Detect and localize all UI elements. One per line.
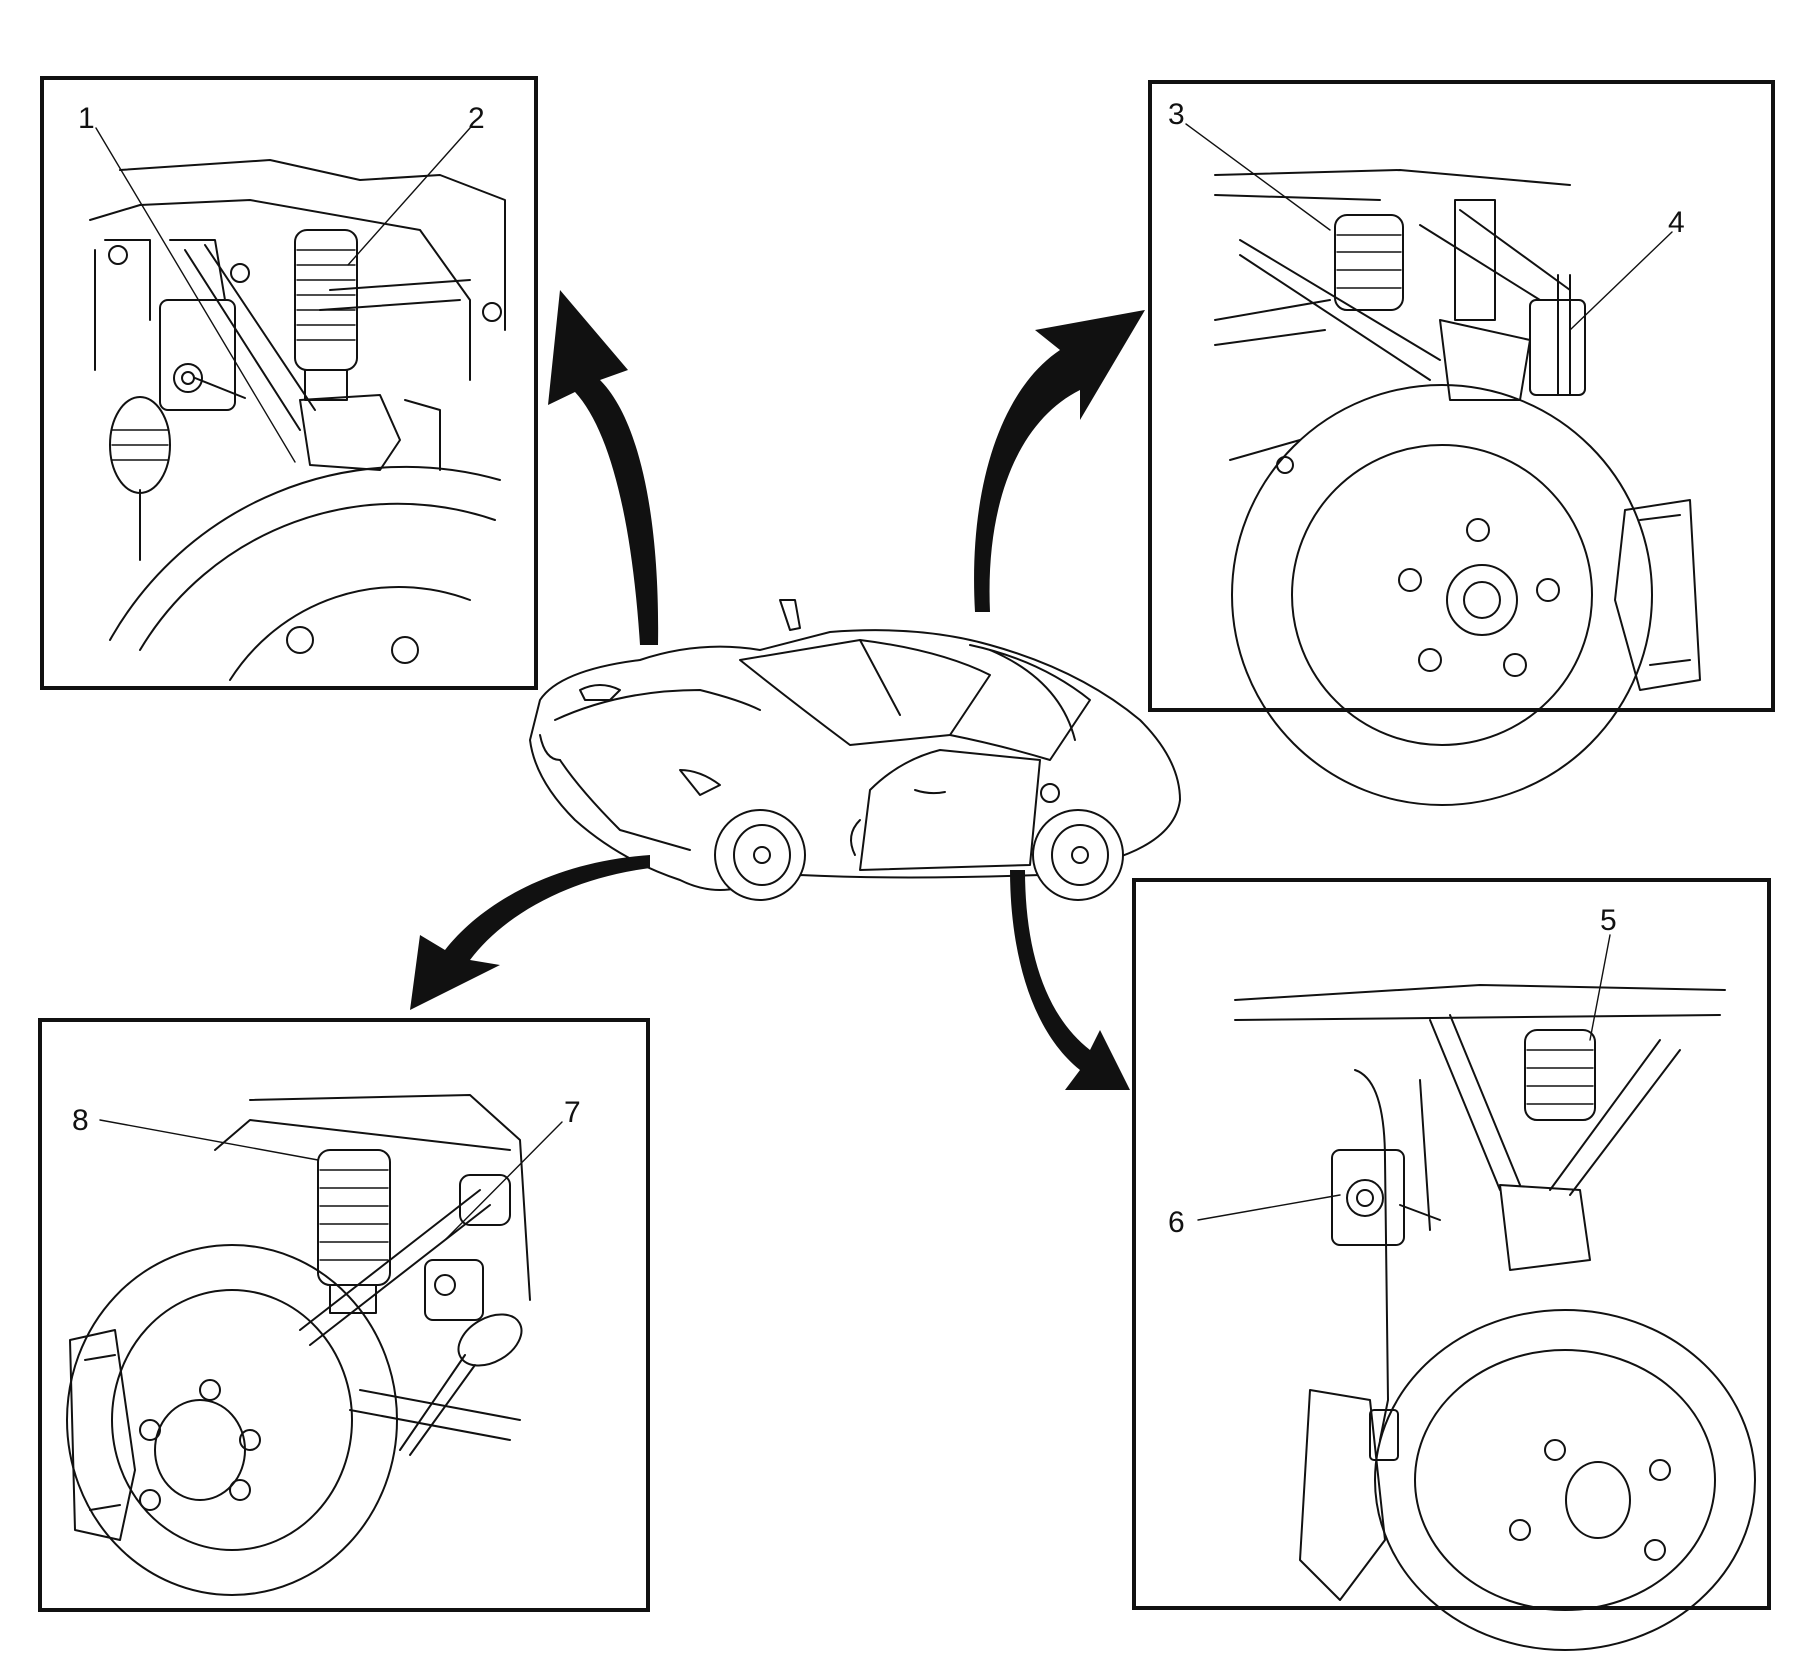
curved-arrow-icon <box>1010 870 1130 1090</box>
view-frame <box>1132 878 1771 1610</box>
callout-7: 7 <box>444 1096 581 1241</box>
view-frame <box>1148 80 1775 712</box>
curved-arrow-icon <box>974 310 1145 612</box>
suspension-illustration <box>1234 984 1756 1651</box>
view-left-front: 1 2 <box>40 76 538 690</box>
callout-label: 4 <box>1668 206 1685 239</box>
suspension-illustration <box>66 1094 531 1596</box>
leader-line <box>1569 231 1673 331</box>
leader-line <box>1185 123 1331 231</box>
callout-1: 1 <box>78 102 296 463</box>
callout-label: 3 <box>1168 98 1185 131</box>
callout-4: 4 <box>1569 206 1685 331</box>
curved-arrow-icon <box>548 290 659 645</box>
view-right-front: 3 4 <box>1148 80 1775 806</box>
view-left-rear: 8 7 <box>38 1018 650 1612</box>
callout-label: 5 <box>1600 904 1617 937</box>
curved-arrow-icon <box>410 855 650 1010</box>
callout-label: 7 <box>564 1096 581 1129</box>
callout-label: 6 <box>1168 1206 1185 1239</box>
callout-5: 5 <box>1589 904 1617 1041</box>
car-overview-icon <box>528 599 1182 901</box>
view-right-rear: 5 6 <box>1132 878 1771 1651</box>
callout-2: 2 <box>347 102 485 266</box>
leader-line <box>347 127 471 266</box>
callout-label: 1 <box>78 102 95 135</box>
leader-line <box>1197 1194 1341 1221</box>
callout-3: 3 <box>1168 98 1331 231</box>
suspension-illustration <box>89 159 506 681</box>
view-frame <box>38 1018 650 1612</box>
callout-label: 8 <box>72 1104 89 1137</box>
leader-line <box>99 1119 319 1161</box>
leader-line <box>95 127 296 463</box>
suspension-illustration <box>1214 169 1701 806</box>
callout-6: 6 <box>1168 1194 1341 1239</box>
leader-line <box>1589 934 1611 1041</box>
leader-line <box>444 1121 563 1241</box>
callout-label: 2 <box>468 102 485 135</box>
callout-8: 8 <box>72 1104 319 1161</box>
